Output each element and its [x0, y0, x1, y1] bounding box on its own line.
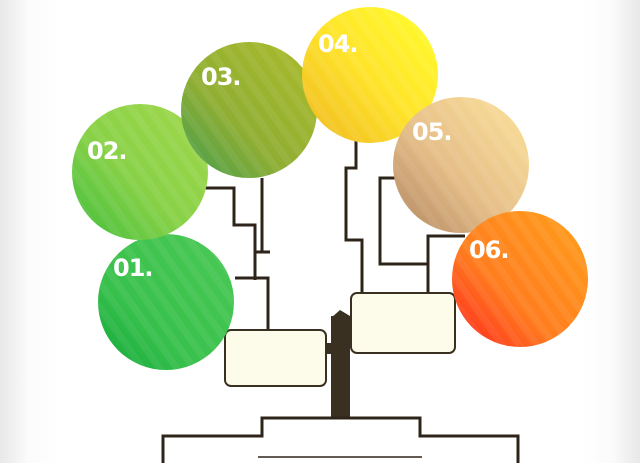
node-06: 06. [452, 211, 588, 347]
node-05: 05. [393, 97, 529, 233]
node-03: 03. [181, 42, 317, 178]
trunk [331, 310, 350, 418]
branch-04 [344, 140, 364, 292]
base-outline [161, 416, 520, 463]
node-03-label: 03. [201, 63, 241, 91]
branch-02 [205, 186, 257, 280]
branch-05 [378, 176, 428, 266]
left-text-box [224, 329, 327, 387]
branch-lines [205, 140, 465, 330]
node-06-label: 06. [469, 236, 509, 264]
node-01: 01. [98, 234, 234, 370]
trunk-stem [331, 316, 350, 418]
branch-06 [426, 234, 465, 294]
node-04-label: 04. [318, 30, 358, 58]
node-02-label: 02. [87, 137, 127, 165]
trunk-top [331, 310, 350, 330]
node-05-label: 05. [412, 118, 452, 146]
node-04: 04. [302, 7, 438, 143]
node-02: 02. [72, 104, 208, 240]
branch-03 [260, 178, 268, 254]
right-text-box [350, 292, 456, 354]
right-box-connector [346, 318, 352, 328]
node-01-label: 01. [113, 254, 153, 282]
left-box-connector [325, 343, 333, 354]
branch-01 [235, 276, 270, 330]
